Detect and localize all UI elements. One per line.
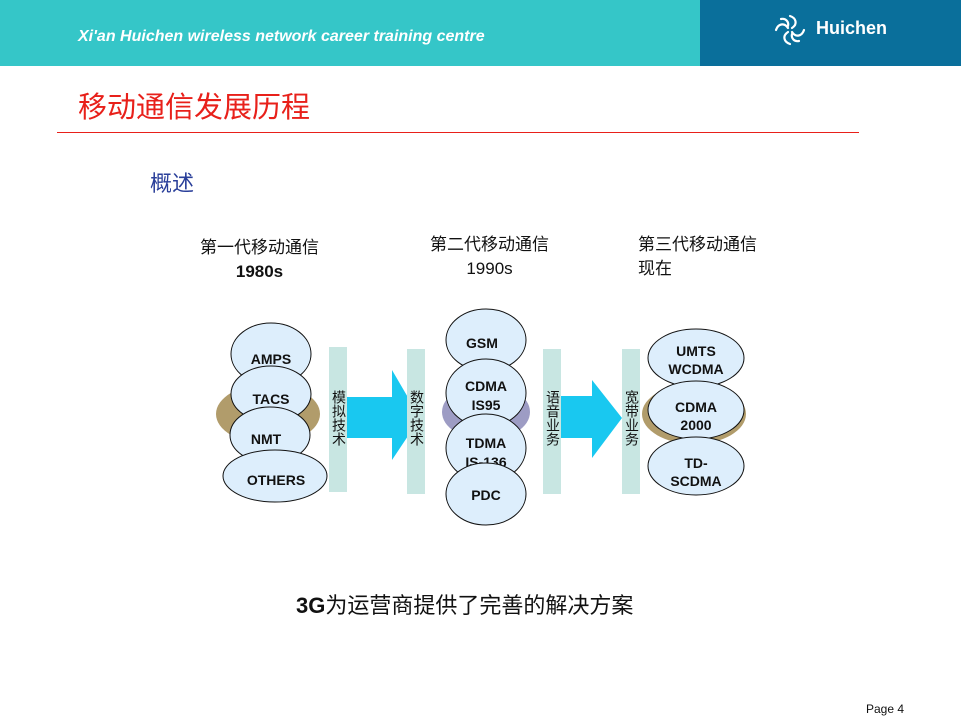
third-gen-year: 现在 bbox=[638, 259, 672, 279]
third-gen-label: 第三代移动通信 现在 bbox=[638, 233, 757, 281]
logo-panel: Huichen bbox=[700, 0, 961, 66]
first-gen-label: 第一代移动通信 1980s bbox=[200, 236, 319, 284]
td-scdma-bubble bbox=[647, 436, 745, 496]
voice-service-bar bbox=[543, 349, 561, 494]
is95-label: IS95 bbox=[472, 397, 501, 413]
scdma-label: SCDMA bbox=[670, 473, 721, 489]
wcdma-label: WCDMA bbox=[668, 361, 723, 377]
second-gen-year: 1990s bbox=[466, 259, 513, 278]
voice-service-text: 语音业务 bbox=[544, 390, 560, 446]
amps-label: AMPS bbox=[251, 351, 291, 367]
pdc-bubble bbox=[445, 462, 527, 526]
title-divider bbox=[57, 132, 859, 133]
broadband-service-text: 宽带业务 bbox=[623, 389, 639, 446]
broadband-service-bar bbox=[622, 349, 640, 494]
transition-arrow-2 bbox=[561, 380, 622, 458]
others-bubble bbox=[222, 449, 328, 503]
transition-arrow-1 bbox=[347, 370, 420, 460]
umts-label: UMTS bbox=[676, 343, 716, 359]
third-gen-name: 第三代移动通信 bbox=[638, 235, 757, 255]
tdma-label: TDMA bbox=[466, 435, 506, 451]
conclusion-rest: 为运营商提供了完善的解决方案 bbox=[325, 594, 634, 619]
cdma2000-label: CDMA bbox=[675, 399, 717, 415]
cdma-label: CDMA bbox=[465, 378, 507, 394]
huichen-logo-icon bbox=[774, 14, 806, 46]
tacs-label: TACS bbox=[252, 391, 289, 407]
first-gen-year: 1980s bbox=[235, 262, 284, 281]
first-gen-name: 第一代移动通信 bbox=[200, 238, 319, 258]
pdc-label: PDC bbox=[471, 487, 501, 503]
page-title: 移动通信发展历程 bbox=[78, 90, 311, 124]
header-title: Xi'an Huichen wireless network career tr… bbox=[78, 28, 485, 45]
second-gen-name: 第二代移动通信 bbox=[430, 235, 549, 255]
logo-text: Huichen bbox=[816, 18, 888, 38]
td-label: TD- bbox=[684, 455, 708, 471]
analog-tech-text: 模拟技术 bbox=[330, 390, 346, 446]
conclusion-text: 3G为运营商提供了完善的解决方案 bbox=[296, 588, 633, 620]
conclusion-bold: 3G bbox=[296, 593, 326, 618]
section-subtitle: 概述 bbox=[150, 172, 195, 197]
header-bar: Xi'an Huichen wireless network career tr… bbox=[0, 0, 961, 66]
nmt-label: NMT bbox=[251, 431, 282, 447]
page-number: Page 4 bbox=[866, 702, 905, 716]
second-gen-label: 第二代移动通信 1990s bbox=[430, 233, 549, 281]
digital-tech-text: 数字技术 bbox=[408, 390, 424, 446]
others-label: OTHERS bbox=[247, 472, 305, 488]
gsm-label: GSM bbox=[466, 335, 498, 351]
analog-tech-bar bbox=[329, 347, 347, 492]
digital-tech-bar bbox=[407, 349, 425, 494]
cdma2000-year-label: 2000 bbox=[680, 417, 711, 433]
